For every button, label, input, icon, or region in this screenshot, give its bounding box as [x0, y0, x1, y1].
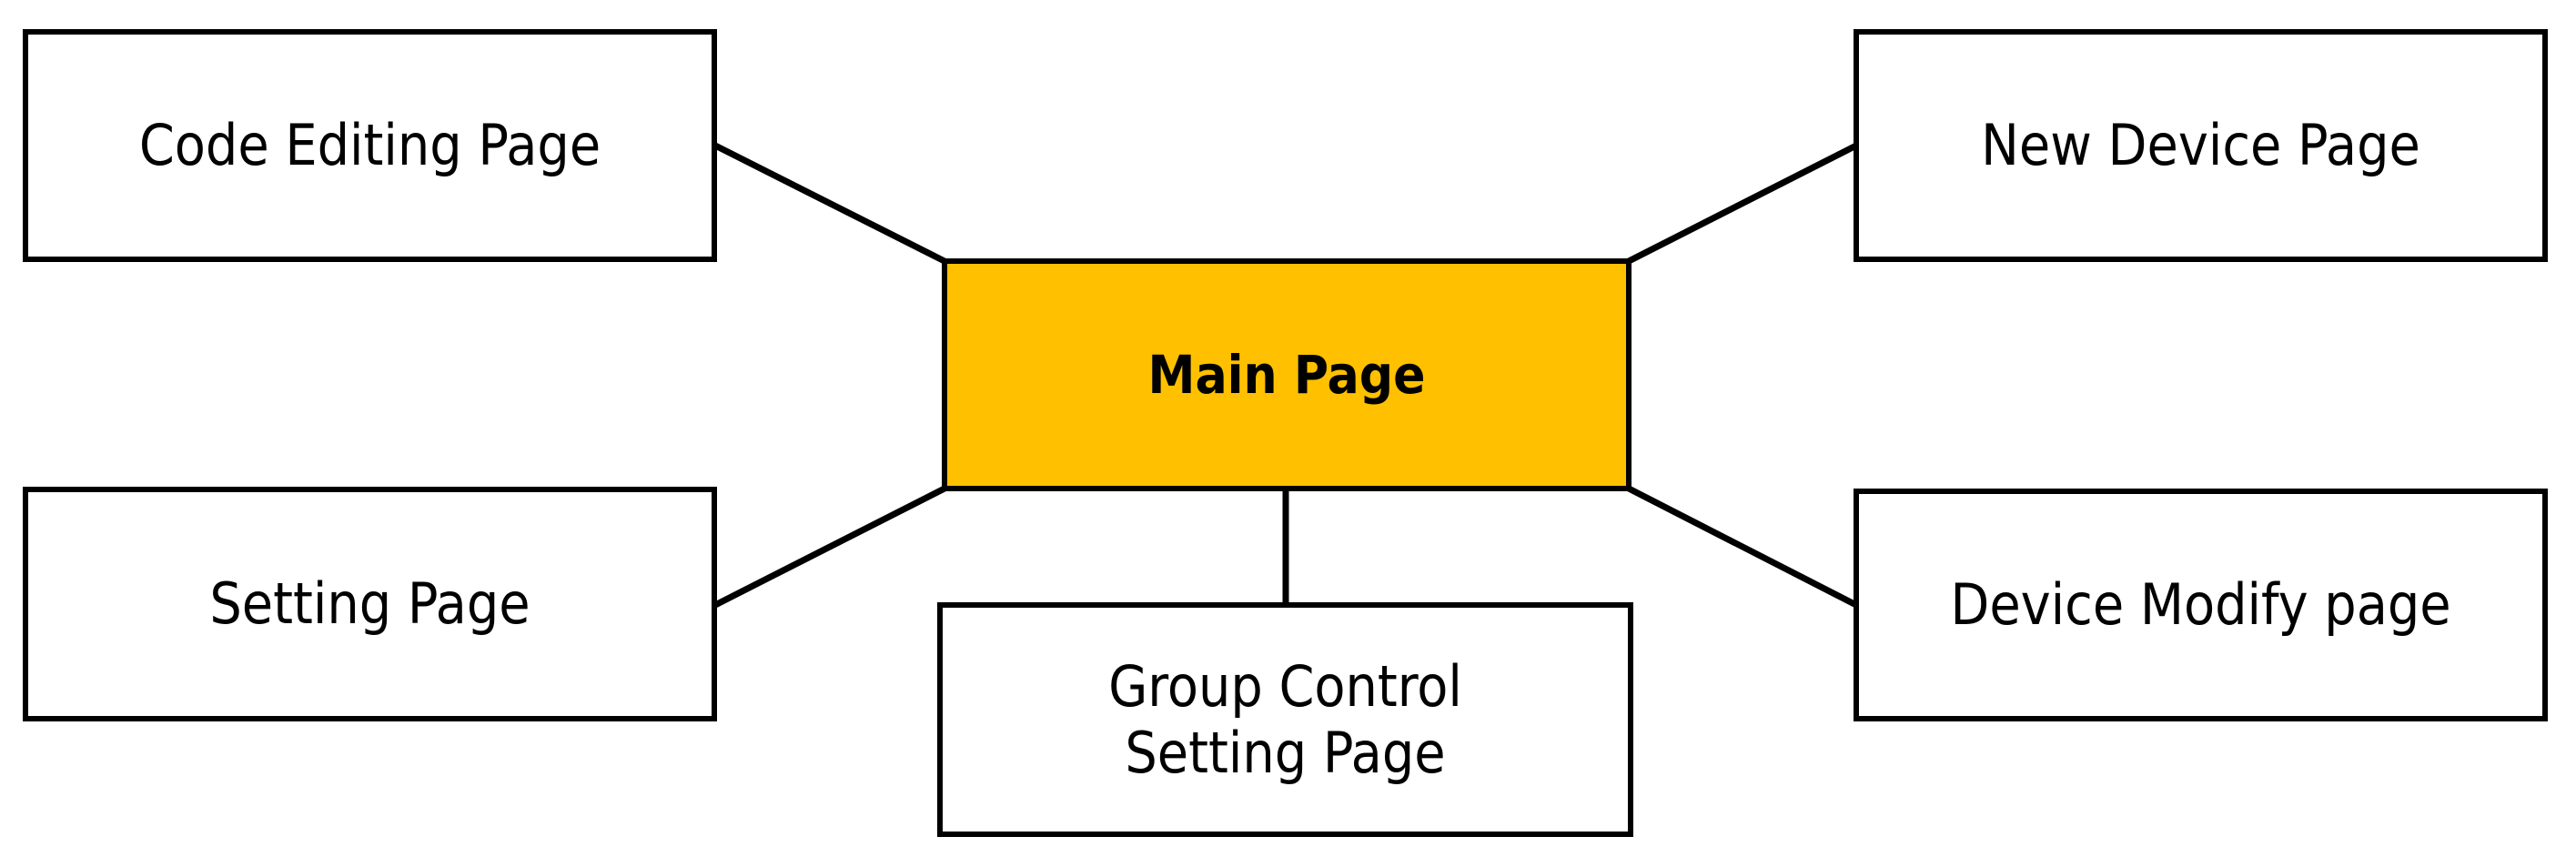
- node-label: Device Modify page: [1950, 571, 2451, 639]
- node-group-control-setting-page[interactable]: Group Control Setting Page: [937, 602, 1633, 837]
- node-label: Setting Page: [209, 570, 530, 638]
- node-label: Main Page: [1147, 343, 1426, 406]
- connector-main-to-code-editing: [711, 141, 949, 266]
- connector-main-to-new-device: [1624, 141, 1861, 266]
- connector-main-to-setting: [711, 484, 949, 610]
- node-main-page[interactable]: Main Page: [942, 258, 1631, 491]
- node-label: New Device Page: [1981, 112, 2420, 179]
- node-label: Code Editing Page: [138, 112, 601, 179]
- node-new-device-page[interactable]: New Device Page: [1854, 29, 2548, 262]
- node-code-editing-page[interactable]: Code Editing Page: [23, 29, 717, 262]
- node-label: Group Control Setting Page: [1108, 652, 1462, 786]
- connector-main-to-device-modify: [1624, 484, 1861, 610]
- node-setting-page[interactable]: Setting Page: [23, 487, 717, 721]
- node-device-modify-page[interactable]: Device Modify page: [1854, 489, 2548, 721]
